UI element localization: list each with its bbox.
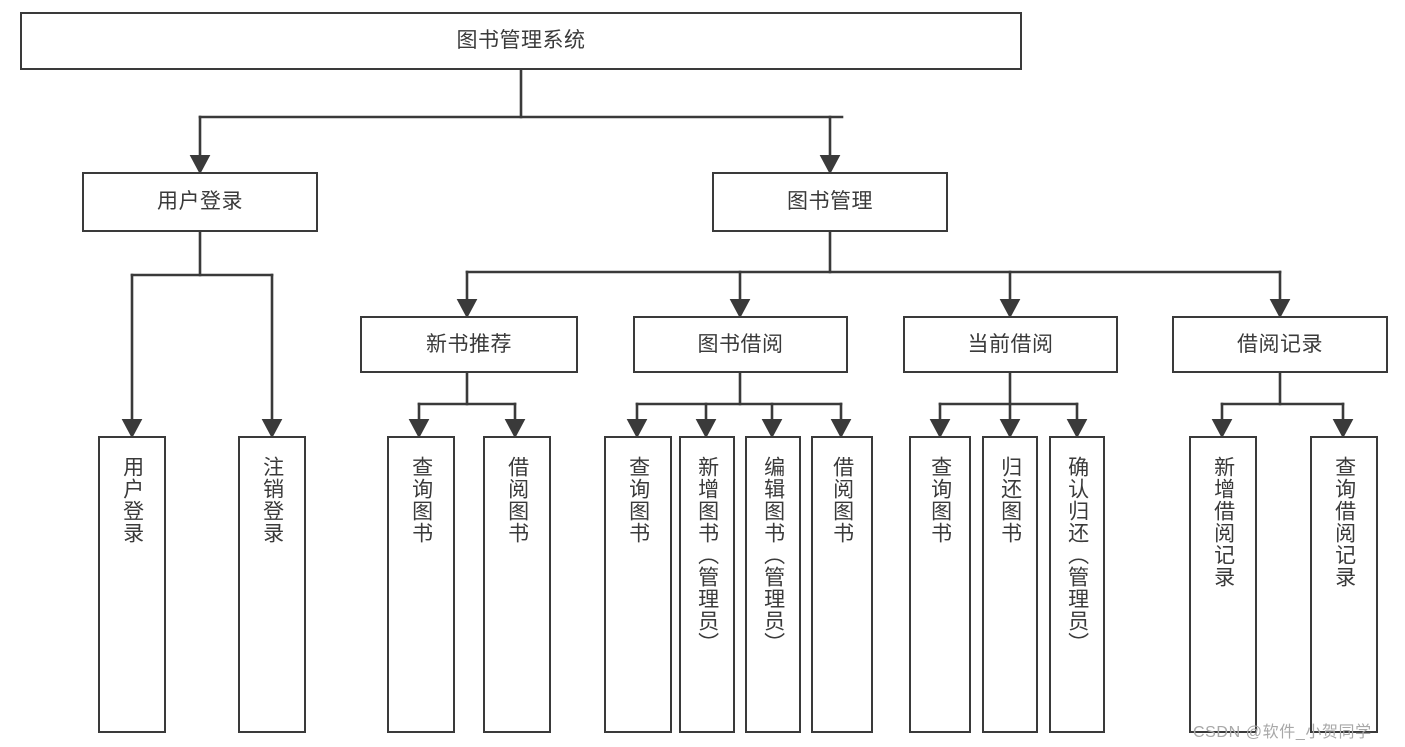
leaf-borrow-book-1-label: 借阅图书 xyxy=(505,456,529,544)
node-current-borrow[interactable]: 当前借阅 xyxy=(903,316,1118,373)
leaf-borrow-book-2-label: 借阅图书 xyxy=(830,456,854,544)
leaf-user-login-label: 用户登录 xyxy=(120,456,144,544)
leaf-query-book-1[interactable]: 查询图书 xyxy=(387,436,455,733)
node-borrow-record[interactable]: 借阅记录 xyxy=(1172,316,1388,373)
leaf-logout-label: 注销登录 xyxy=(260,456,284,544)
leaf-query-book-1-label: 查询图书 xyxy=(409,456,433,544)
leaf-query-book-3[interactable]: 查询图书 xyxy=(909,436,971,733)
node-root[interactable]: 图书管理系统 xyxy=(20,12,1022,70)
node-current-borrow-label: 当前借阅 xyxy=(967,332,1054,356)
node-new-book-recommend-label: 新书推荐 xyxy=(426,332,512,356)
leaf-add-book-admin[interactable]: 新增图书（管理员） xyxy=(679,436,735,733)
leaf-logout[interactable]: 注销登录 xyxy=(238,436,306,733)
node-book-management[interactable]: 图书管理 xyxy=(712,172,948,232)
leaf-borrow-book-2[interactable]: 借阅图书 xyxy=(811,436,873,733)
leaf-add-borrow-record[interactable]: 新增借阅记录 xyxy=(1189,436,1257,733)
leaf-edit-book-admin-label: 编辑图书（管理员） xyxy=(761,456,785,654)
node-user-login-label: 用户登录 xyxy=(157,190,243,214)
leaf-query-borrow-record[interactable]: 查询借阅记录 xyxy=(1310,436,1378,733)
node-borrow-record-label: 借阅记录 xyxy=(1237,332,1323,356)
node-user-login[interactable]: 用户登录 xyxy=(82,172,318,232)
node-book-management-label: 图书管理 xyxy=(787,190,873,214)
leaf-user-login[interactable]: 用户登录 xyxy=(98,436,166,733)
node-book-borrow-label: 图书借阅 xyxy=(697,332,784,356)
node-root-label: 图书管理系统 xyxy=(456,29,586,53)
node-book-borrow[interactable]: 图书借阅 xyxy=(633,316,848,373)
leaf-return-book-label: 归还图书 xyxy=(998,456,1022,544)
node-new-book-recommend[interactable]: 新书推荐 xyxy=(360,316,578,373)
leaf-add-book-admin-label: 新增图书（管理员） xyxy=(695,456,719,654)
leaf-confirm-return-admin[interactable]: 确认归还（管理员） xyxy=(1049,436,1105,733)
leaf-add-borrow-record-label: 新增借阅记录 xyxy=(1211,456,1235,588)
leaf-borrow-book-1[interactable]: 借阅图书 xyxy=(483,436,551,733)
csdn-watermark: CSDN @软件_小贺同学 xyxy=(1193,724,1372,741)
leaf-return-book[interactable]: 归还图书 xyxy=(982,436,1038,733)
leaf-query-book-2[interactable]: 查询图书 xyxy=(604,436,672,733)
leaf-query-book-2-label: 查询图书 xyxy=(626,456,650,544)
leaf-query-book-3-label: 查询图书 xyxy=(928,456,952,544)
leaf-confirm-return-admin-label: 确认归还（管理员） xyxy=(1065,456,1089,654)
leaf-edit-book-admin[interactable]: 编辑图书（管理员） xyxy=(745,436,801,733)
leaf-query-borrow-record-label: 查询借阅记录 xyxy=(1332,456,1356,588)
